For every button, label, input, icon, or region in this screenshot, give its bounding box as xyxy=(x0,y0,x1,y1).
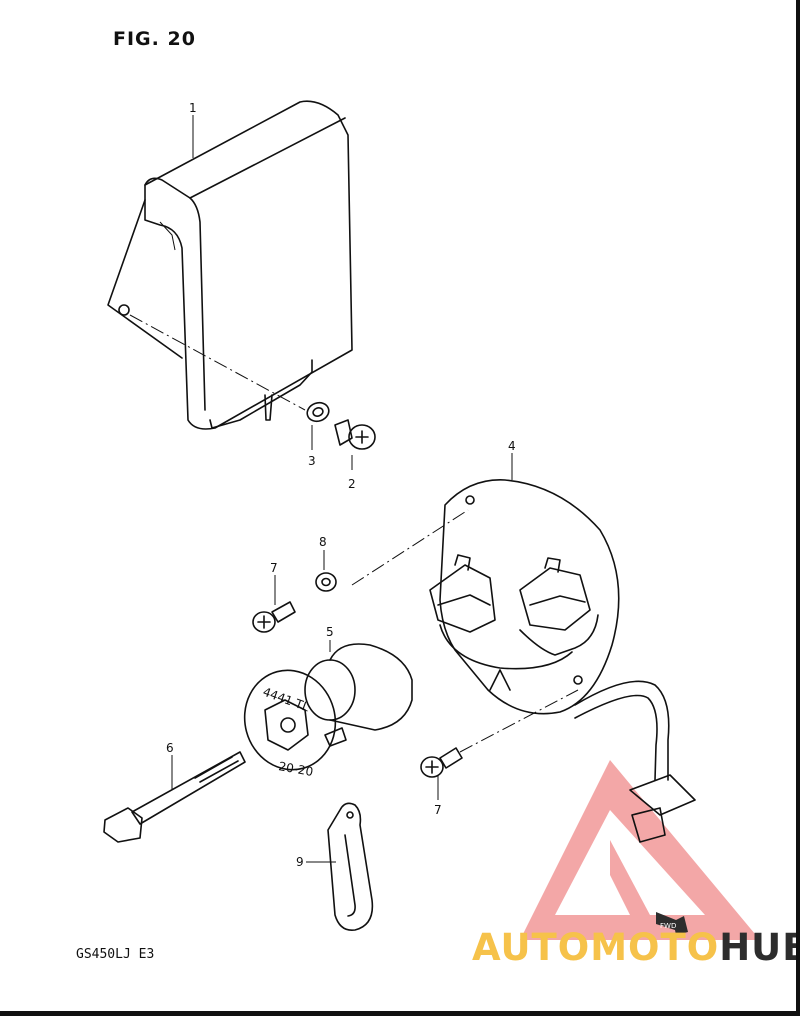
callout-7-lower: 7 xyxy=(434,803,442,817)
alignment-line-unit xyxy=(129,314,306,411)
fwd-arrow-icon: FWD xyxy=(656,912,688,935)
figure-title: FIG. 20 xyxy=(113,28,196,50)
watermark-text: AUTOMOTOHUB xyxy=(472,926,800,969)
watermark-logo-triangle xyxy=(520,760,760,940)
part-control-unit xyxy=(107,100,353,430)
callout-7-upper: 7 xyxy=(270,561,278,575)
part-screw-2 xyxy=(334,419,376,450)
callout-6: 6 xyxy=(166,741,174,755)
callout-4: 4 xyxy=(508,439,516,453)
part-screw-7-upper xyxy=(252,601,296,633)
callout-3: 3 xyxy=(308,454,316,468)
fwd-arrow-label: FWD xyxy=(660,922,676,930)
part-condenser xyxy=(243,643,413,771)
callout-leaders xyxy=(171,115,513,863)
part-screw-7-lower xyxy=(420,747,463,778)
part-washer-3 xyxy=(306,401,330,423)
alignment-line-plate-upper xyxy=(351,509,469,586)
condenser-code-text-b: 20-20 xyxy=(277,759,314,779)
scan-border-right xyxy=(796,0,800,1016)
model-code: GS450LJ E3 xyxy=(76,947,155,962)
callout-9: 9 xyxy=(296,855,304,869)
condenser-code-text: 4441 TL xyxy=(261,685,312,715)
part-clamp-9 xyxy=(327,802,374,932)
callout-8: 8 xyxy=(319,535,327,549)
watermark-text-part2: HUB xyxy=(719,926,800,969)
alignment-line-plate-lower xyxy=(459,689,579,753)
part-washer-8 xyxy=(315,572,337,592)
scan-border-bottom xyxy=(0,1011,800,1016)
part-bolt-6 xyxy=(103,751,246,843)
callout-2: 2 xyxy=(348,477,356,491)
callout-5: 5 xyxy=(326,625,334,639)
callout-1: 1 xyxy=(189,101,197,115)
part-signal-generator-plate xyxy=(429,479,696,843)
watermark-text-part1: AUTOMOTO xyxy=(472,926,720,969)
